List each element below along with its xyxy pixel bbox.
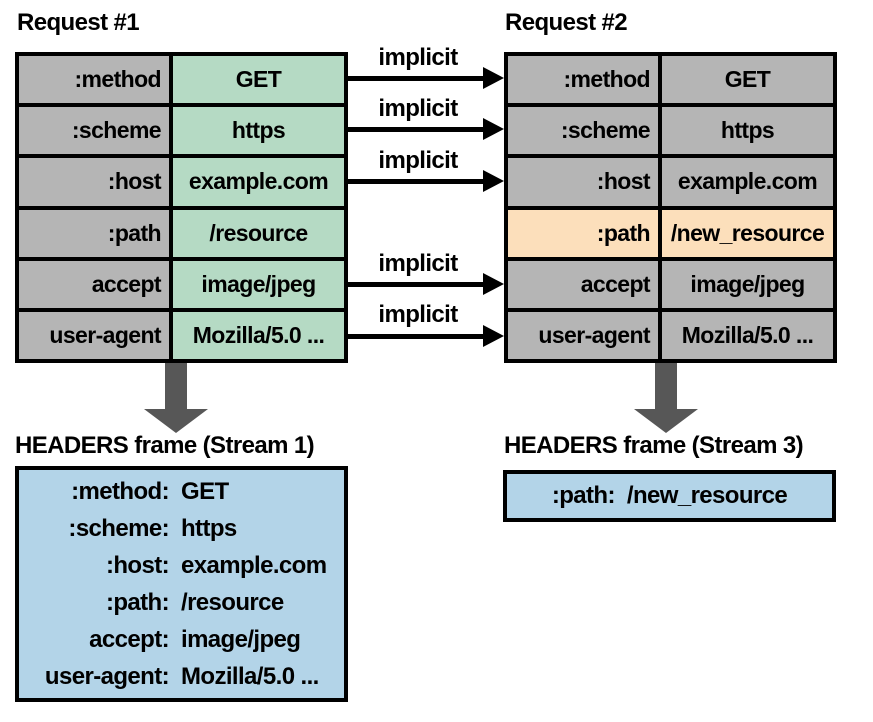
request1-key-method: :method	[19, 56, 169, 104]
implicit-arrow-host-icon	[348, 170, 504, 192]
frame1-line-host: :host:example.com	[105, 551, 327, 579]
request2-key-path-highlighted: :path	[508, 209, 658, 257]
request1-key-scheme: :scheme	[19, 107, 169, 155]
request2-key-host: :host	[508, 158, 658, 206]
request1-key-user-agent: user-agent	[19, 311, 169, 359]
request1-key-accept: accept	[19, 260, 169, 308]
implicit-label-scheme: implicit	[378, 95, 458, 122]
request2-value-host: example.com	[662, 158, 833, 206]
request1-value-accept: image/jpeg	[173, 260, 344, 308]
implicit-label-host: implicit	[378, 147, 458, 174]
headers-frame-stream3-box: :path:/new_resource	[503, 470, 836, 522]
request1-value-user-agent: Mozilla/5.0 ...	[173, 311, 344, 359]
frame1-line-accept: accept:image/jpeg	[89, 625, 301, 653]
request2-key-user-agent: user-agent	[508, 311, 658, 359]
request2-table: :method GET :scheme https :host example.…	[504, 52, 837, 363]
frame1-line-scheme: :scheme:https	[68, 514, 237, 542]
down-arrow-stream3-icon	[634, 363, 698, 433]
implicit-arrow-accept-icon	[348, 273, 504, 295]
frame1-line-path: :path:/resource	[105, 588, 284, 616]
frame2-line-path: :path:/new_resource	[551, 482, 788, 509]
request1-key-path: :path	[19, 209, 169, 257]
request1-value-method: GET	[173, 56, 344, 104]
implicit-label-method: implicit	[378, 44, 458, 71]
frame1-line-user-agent: user-agent:Mozilla/5.0 ...	[44, 662, 319, 690]
request2-key-scheme: :scheme	[508, 107, 658, 155]
request1-title: Request #1	[17, 9, 140, 36]
request2-value-scheme: https	[662, 107, 833, 155]
request1-table: :method GET :scheme https :host example.…	[15, 52, 348, 363]
request2-value-user-agent: Mozilla/5.0 ...	[662, 311, 833, 359]
request2-key-accept: accept	[508, 260, 658, 308]
request1-value-host: example.com	[173, 158, 344, 206]
request2-key-method: :method	[508, 56, 658, 104]
request1-key-host: :host	[19, 158, 169, 206]
down-arrow-stream1-icon	[144, 363, 208, 433]
headers-frame-stream1-box: :method:GET :scheme:https :host:example.…	[15, 466, 348, 702]
request2-title: Request #2	[505, 9, 628, 36]
request1-value-path: /resource	[173, 209, 344, 257]
implicit-label-user-agent: implicit	[378, 301, 458, 328]
request2-value-path-highlighted: /new_resource	[662, 209, 833, 257]
implicit-arrow-method-icon	[348, 67, 504, 89]
frame1-title: HEADERS frame (Stream 1)	[15, 432, 315, 459]
request1-value-scheme: https	[173, 107, 344, 155]
implicit-label-accept: implicit	[378, 250, 458, 277]
frame1-line-method: :method:GET	[71, 477, 229, 505]
implicit-arrow-user-agent-icon	[348, 325, 504, 347]
frame2-title: HEADERS frame (Stream 3)	[504, 432, 804, 459]
request2-value-accept: image/jpeg	[662, 260, 833, 308]
request2-value-method: GET	[662, 56, 833, 104]
implicit-arrow-scheme-icon	[348, 118, 504, 140]
